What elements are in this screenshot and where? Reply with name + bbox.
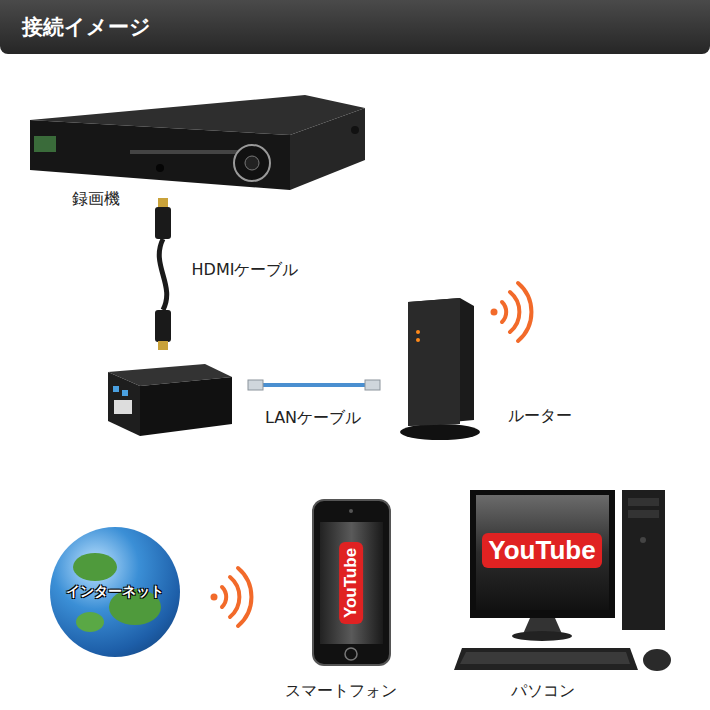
cable-label: LANケーブル [265,408,361,429]
globe-label: インターネット [66,583,164,601]
router-illustration [400,298,480,440]
device-node: 録画機 [72,189,120,210]
device-label: 録画機 [72,189,120,210]
recorder-illustration [30,95,365,190]
hdmi-cable-illustration [155,198,171,350]
pc-illustration [454,490,671,671]
device-node: パソコン [511,681,575,702]
device-label: スマートフォン [285,681,397,702]
logo-text: YouTube [339,542,363,624]
title-text: 接続イメージ [22,13,151,41]
smartphone-illustration [313,500,390,665]
device-label: ルーター [508,406,572,427]
logo-text: YouTube [482,533,601,568]
encoder-illustration [108,364,232,436]
lan-cable-illustration [248,380,380,390]
device-node: ルーター [508,406,572,427]
wifi-signal [491,283,532,341]
device-node: スマートフォン [285,681,397,702]
globe-node: インターネット [50,527,180,657]
wifi-signal [211,568,252,626]
cable-label: HDMIケーブル [192,260,299,281]
device-label: パソコン [511,681,575,702]
